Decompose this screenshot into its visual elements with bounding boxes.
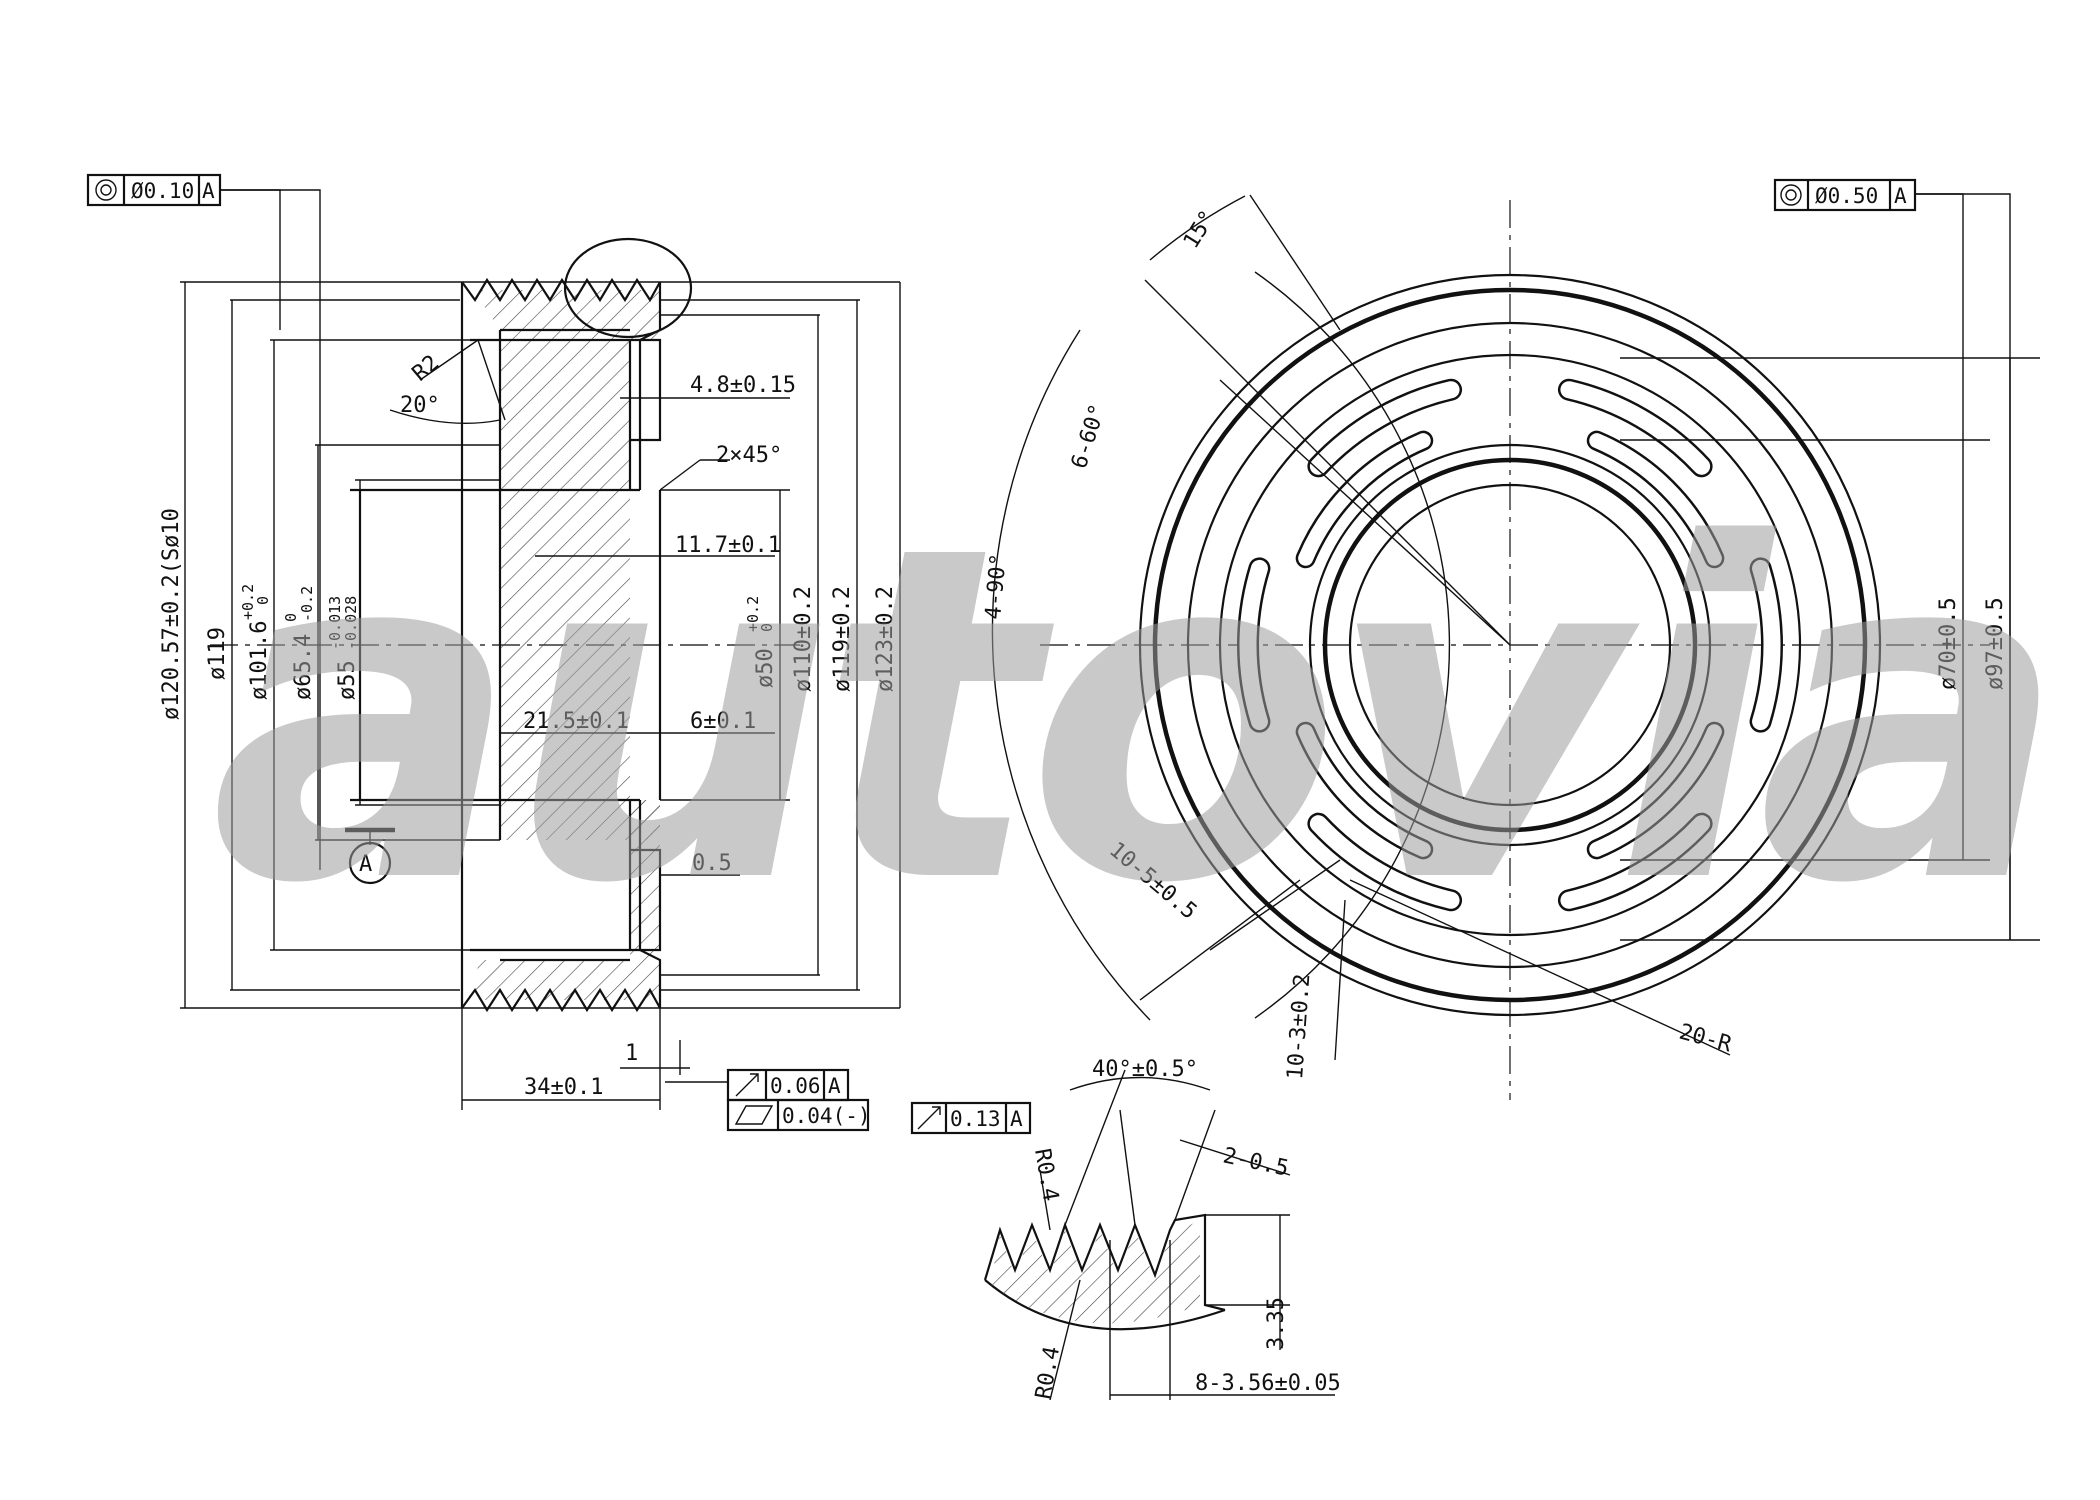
slot-inner — [1309, 381, 1460, 475]
dim-d120: ø120.57±0.2(Sø10 — [159, 508, 184, 720]
svg-text:-0.013: -0.013 — [326, 596, 344, 650]
outer-rim — [1152, 287, 1868, 1003]
svg-text:+0.2: +0.2 — [744, 596, 762, 632]
dim-6: 6±0.1 — [690, 709, 756, 734]
slot-inner — [1239, 559, 1268, 731]
dim-20r: 20-R — [1676, 1020, 1734, 1058]
runout-icon — [917, 1106, 941, 1130]
dim-3-35: 3.35 — [1264, 1297, 1289, 1350]
dim-d50: ø50 — [753, 648, 778, 688]
dim-d55: ø55 — [335, 660, 360, 700]
detail-callout-circle — [563, 237, 693, 339]
front-view — [991, 193, 2040, 1100]
slots-outer — [1237, 378, 1783, 912]
datum-a-circle — [348, 841, 392, 885]
ring-3 — [1218, 353, 1802, 937]
groove-teeth-top — [461, 277, 661, 303]
svg-text:0: 0 — [254, 596, 272, 605]
fcf-runout-detail: 0.13 A — [910, 1101, 1032, 1135]
dim-pitch: 8-3.56±0.05 — [1195, 1371, 1341, 1396]
groove-teeth-bottom — [461, 987, 661, 1013]
bore-ring-outer — [1308, 443, 1712, 847]
fcf-concentricity-right: Ø0.50 A — [1773, 178, 1917, 212]
dim-d65: ø65.4 — [291, 634, 316, 700]
slot-inner — [1309, 815, 1460, 909]
section-hatch-hub — [500, 490, 660, 840]
dim-d101: ø101.6 — [247, 621, 272, 700]
fcf-flatness-left: 0.04(-) — [726, 1098, 871, 1132]
dim-r2: R2 — [408, 350, 444, 386]
slot-inner — [1589, 433, 1722, 566]
watermark-logo: autovia — [210, 449, 2054, 984]
svg-text:0: 0 — [758, 623, 776, 632]
dim-r0-4-top: R0.4 — [1029, 1147, 1063, 1204]
svg-text:-0.028: -0.028 — [342, 596, 360, 650]
svg-text:-0.2: -0.2 — [298, 586, 316, 622]
dim-r0-4-bottom: R0.4 — [1031, 1345, 1065, 1402]
dim-chamfer: 2×45° — [716, 443, 782, 468]
bore-inner — [1348, 483, 1672, 807]
dim-d110: ø110±0.2 — [791, 586, 816, 692]
dim-2-0-5: 2-0.5 — [1221, 1143, 1291, 1181]
datum-a-label: A — [359, 852, 372, 877]
concentricity-icon — [1780, 184, 1802, 206]
dim-d97: ø97±0.5 — [1983, 597, 2008, 690]
outer-ring — [1138, 273, 1882, 1017]
fcf-runout-datum: A — [828, 1074, 841, 1098]
dim-34: 34±0.1 — [524, 1075, 603, 1100]
dim-d119: ø119±0.2 — [830, 586, 855, 692]
fcf-detail-datum: A — [1010, 1107, 1023, 1131]
fcf-runout-tolerance: 0.06 — [770, 1074, 821, 1098]
fcf-datum: A — [202, 179, 215, 203]
dim-4-90: 4-90° — [981, 552, 1012, 620]
section-view — [180, 189, 901, 1110]
runout-icon — [735, 1073, 759, 1097]
concentricity-icon — [95, 179, 117, 201]
fcf-flatness-tolerance: 0.04(-) — [782, 1104, 871, 1128]
bore-ring — [1322, 457, 1698, 833]
fcf-runout-left: 0.06 A — [665, 1068, 850, 1102]
dim-21-5: 21.5±0.1 — [523, 709, 629, 734]
detail-groove-profile — [983, 1213, 1226, 1312]
dim-d70: ø70±0.5 — [1936, 597, 1961, 690]
svg-text:0: 0 — [282, 613, 300, 622]
flatness-icon — [734, 1105, 774, 1125]
slot-inner — [1752, 559, 1781, 731]
dim-slot-10-3: 10-3±0.2 — [1283, 973, 1315, 1080]
dim-11-7: 11.7±0.1 — [675, 533, 781, 558]
dim-angle-20: 20° — [400, 393, 440, 418]
fcf-concentricity-left: Ø0.10 A — [86, 173, 222, 207]
dim-4-8: 4.8±0.15 — [690, 373, 796, 398]
dim-d119-outer: ø119 — [205, 627, 230, 680]
dim-d123: ø123±0.2 — [873, 586, 898, 692]
fcf-tolerance-right: Ø0.50 — [1815, 184, 1878, 208]
slot-inner — [1560, 381, 1711, 475]
dim-0-5: 0.5 — [692, 851, 732, 876]
slot-inner — [1589, 724, 1722, 857]
fcf-detail-tolerance: 0.13 — [950, 1107, 1001, 1131]
fcf-datum-right: A — [1894, 184, 1907, 208]
dim-1: 1 — [625, 1041, 638, 1066]
fcf-tolerance: Ø0.10 — [131, 179, 194, 203]
hub-tabs — [630, 338, 662, 952]
slot-inner — [1560, 815, 1711, 909]
ring-2 — [1186, 321, 1834, 969]
groove-detail-view — [983, 1069, 1335, 1401]
dim-40deg: 40°±0.5° — [1092, 1057, 1198, 1082]
svg-text:+0.2: +0.2 — [239, 584, 257, 620]
